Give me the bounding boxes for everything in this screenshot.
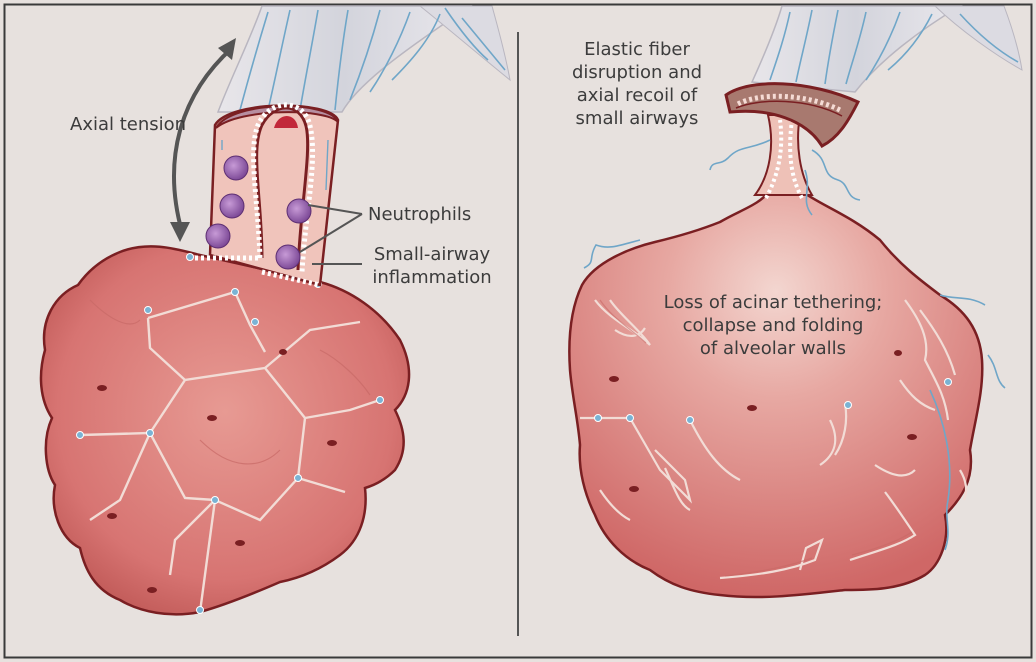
- small-airway-label-line1: Small-airway: [374, 244, 491, 265]
- neutrophil-1: [224, 156, 248, 180]
- axial-tension-label: Axial tension: [70, 114, 186, 135]
- neutrophil-2: [220, 194, 244, 218]
- small-airway-label-line2: inflammation: [372, 267, 491, 288]
- tethering-label-line3: of alveolar walls: [700, 338, 846, 359]
- tethering-label-line2: collapse and folding: [683, 315, 864, 336]
- neutrophil-5: [276, 245, 300, 269]
- neutrophil-3: [206, 224, 230, 248]
- elastic-fiber-label-line4: small airways: [576, 108, 699, 129]
- elastic-fiber-label-line1: Elastic fiber: [584, 39, 690, 60]
- neutrophils-label: Neutrophils: [368, 204, 471, 225]
- neutrophil-4: [287, 199, 311, 223]
- elastic-fiber-label-line2: disruption and: [572, 62, 702, 83]
- tethering-label-line1: Loss of acinar tethering;: [664, 292, 883, 313]
- elastic-fiber-label-line3: axial recoil of: [577, 85, 698, 106]
